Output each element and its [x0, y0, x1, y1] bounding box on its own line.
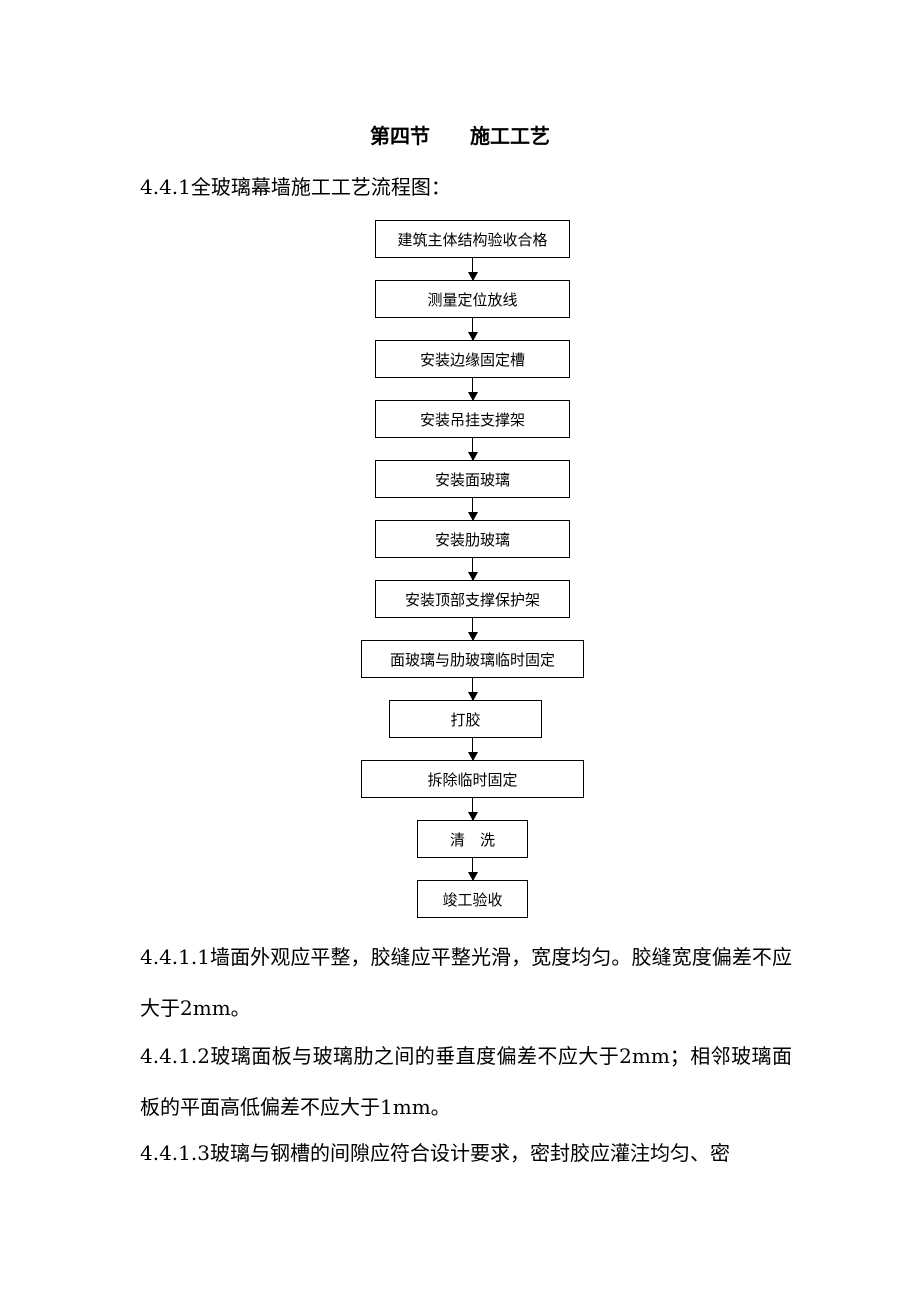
flow-arrow	[467, 438, 478, 461]
flow-arrow	[467, 618, 478, 641]
flowchart-heading: 4.4.1全玻璃幕墙施工工艺流程图：	[140, 175, 451, 199]
flow-arrow	[467, 798, 478, 821]
flow-step: 面玻璃与肋玻璃临时固定	[361, 640, 584, 678]
flow-arrow	[467, 558, 478, 581]
flow-step: 拆除临时固定	[361, 760, 584, 798]
flow-arrow	[467, 378, 478, 401]
flow-arrow	[467, 498, 478, 521]
flow-step: 测量定位放线	[375, 280, 570, 318]
flow-arrow	[467, 858, 478, 881]
flow-step: 安装吊挂支撑架	[375, 400, 570, 438]
flow-arrow	[467, 738, 478, 761]
flow-step: 竣工验收	[417, 880, 528, 918]
paragraph: 4.4.1.2玻璃面板与玻璃肋之间的垂直度偏差不应大于2mm；相邻玻璃面板的平面…	[140, 1044, 792, 1119]
flow-arrow	[467, 678, 478, 701]
flow-arrow	[467, 258, 478, 281]
flow-step: 清 洗	[417, 820, 528, 858]
paragraph: 4.4.1.3玻璃与钢槽的间隙应符合设计要求，密封胶应灌注均匀、密	[140, 1141, 730, 1165]
flow-step: 安装面玻璃	[375, 460, 570, 498]
section-title: 第四节 施工工艺	[370, 124, 550, 148]
flow-step: 安装顶部支撑保护架	[375, 580, 570, 618]
flow-arrow	[467, 318, 478, 341]
flow-step: 安装边缘固定槽	[375, 340, 570, 378]
flow-step: 建筑主体结构验收合格	[375, 220, 570, 258]
flow-step: 打胶	[389, 700, 542, 738]
paragraph: 4.4.1.1墙面外观应平整，胶缝应平整光滑，宽度均匀。胶缝宽度偏差不应大于2m…	[140, 945, 792, 1020]
flow-step: 安装肋玻璃	[375, 520, 570, 558]
